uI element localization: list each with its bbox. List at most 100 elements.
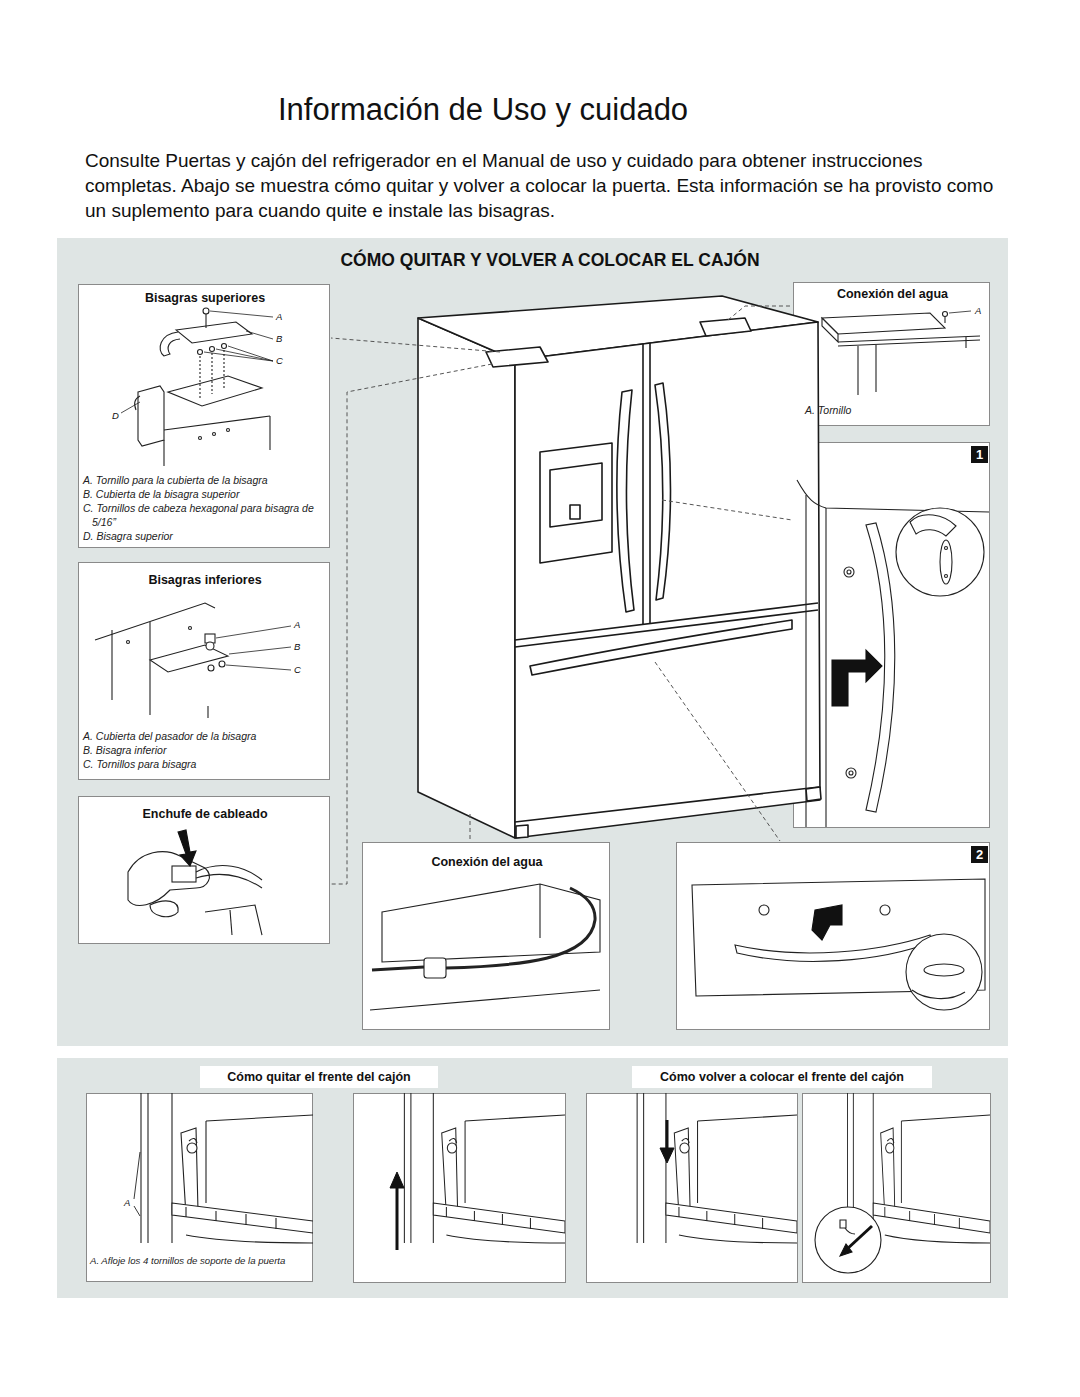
step-number: 2 — [971, 846, 988, 863]
lower-hinge-drawing — [206, 642, 214, 650]
lower-hinge-drawing — [207, 706, 208, 718]
upper-hinge-drawing — [200, 350, 224, 398]
water-connection-drawing — [822, 313, 945, 334]
leader-line — [226, 665, 291, 670]
refrigerator-drawing — [806, 787, 821, 801]
section-heading: CÓMO QUITAR Y VOLVER A COLOCAR EL CAJÓN — [200, 249, 900, 271]
upper-hinge-drawing — [227, 429, 230, 432]
drawer-front-drawing — [692, 879, 985, 996]
water-line-drawing — [424, 958, 446, 978]
leader-line — [134, 1152, 140, 1199]
water-line-drawing — [372, 967, 424, 970]
door-handle-drawing — [945, 575, 948, 578]
door-handle-drawing — [910, 515, 956, 536]
leader-line — [216, 626, 291, 638]
water-line-drawing — [370, 884, 600, 1010]
refrigerator-drawing — [700, 318, 751, 336]
callout-letter: C — [294, 664, 301, 676]
refrigerator-drawing — [418, 318, 515, 838]
refrigerator-drawing — [486, 347, 548, 367]
refrigerator-drawing — [515, 787, 819, 822]
dashed-leader — [470, 814, 471, 841]
drawer-front-drawing — [812, 905, 842, 940]
dashed-leader — [655, 662, 780, 841]
wiring-plug-drawing — [196, 874, 262, 888]
upper-hinge-drawing — [269, 416, 270, 450]
panel-heading: Enchufe de cableado — [79, 807, 331, 822]
refrigerator-drawing — [530, 620, 792, 675]
panel-heading: Conexión del agua — [794, 287, 991, 302]
water-connection-drawing — [943, 312, 948, 317]
drawer-front-drawing — [924, 964, 964, 976]
lower-hinge-drawing — [95, 603, 215, 640]
lower-hinge-drawing — [189, 627, 192, 630]
leader-line — [216, 349, 273, 361]
panel-heading: Bisagras superiores — [79, 291, 331, 306]
illustration-panel: Bisagras inferioresA. Cubierta del pasad… — [78, 562, 330, 780]
refrigerator-drawing — [540, 443, 612, 563]
wiring-plug-drawing — [230, 910, 232, 935]
callout-letter: C — [276, 355, 283, 367]
door-handle-drawing — [805, 495, 806, 827]
upper-hinge-drawing — [138, 386, 164, 446]
drawer-front-drawing — [735, 935, 932, 961]
wiring-plug-drawing — [128, 830, 262, 935]
upper-hinge-drawing — [211, 353, 212, 394]
water-line-drawing — [446, 888, 595, 968]
wiring-plug-drawing — [128, 852, 209, 906]
illustration-panel: A. Afloje los 4 tornillos de soporte de … — [86, 1093, 313, 1282]
refrigerator-drawing — [516, 825, 528, 838]
magnifier-detail — [815, 1207, 881, 1273]
dashed-leader — [331, 338, 500, 352]
upper-hinge-drawing — [210, 347, 215, 352]
illustration-panel: Conexión del agua — [362, 842, 610, 1030]
drawer-rail-drawing — [141, 1093, 990, 1243]
legend-item: A. Cubierta del pasador de la bisagra — [83, 729, 327, 743]
illustration-panel: Bisagras superioresA. Tornillo para la c… — [78, 284, 330, 548]
step-panel: 1 — [793, 442, 990, 828]
magnifier-detail — [840, 1244, 852, 1256]
upper-hinge-drawing — [160, 332, 180, 356]
legend-item: A. Afloje los 4 tornillos de soporte de … — [90, 1255, 312, 1267]
refrigerator-drawing — [418, 296, 818, 360]
panel-heading: Conexión del agua — [363, 855, 611, 870]
upper-hinge-drawing — [135, 396, 140, 410]
legend-item: B. Bisagra inferior — [83, 743, 327, 757]
magnifier-detail — [846, 1226, 872, 1250]
door-handle-drawing — [866, 523, 895, 812]
magnifier-detail — [815, 1207, 881, 1273]
panel-frame — [354, 1094, 991, 1283]
door-handle-drawing — [940, 540, 952, 584]
water-connection-drawing — [965, 337, 966, 348]
lower-hinge-drawing — [150, 645, 228, 672]
leader-line — [229, 647, 291, 654]
refrigerator-drawing — [617, 390, 634, 612]
upper-hinge-drawing — [205, 313, 206, 328]
callout-letter: A — [276, 311, 282, 323]
drawer-rail-drawing — [848, 1093, 990, 1243]
legend-item: C. Tornillos de cabeza hexagonal para bi… — [83, 501, 327, 529]
door-handle-drawing — [847, 570, 851, 574]
callout-letter: B — [294, 641, 300, 653]
drawer-front-drawing — [692, 879, 985, 1010]
illustration-panel: Enchufe de cableado — [78, 796, 330, 944]
water-connection-drawing — [944, 316, 945, 323]
drawer-front-drawing — [906, 934, 982, 1010]
direction-arrow — [390, 1172, 404, 1188]
leader-line — [134, 1206, 140, 1216]
lower-hinge-drawing — [149, 622, 150, 715]
drawer-rail-drawing — [404, 1093, 565, 1243]
upper-hinge-drawing — [223, 350, 224, 390]
upper-hinge-drawing — [163, 440, 164, 466]
dashed-leader — [662, 500, 792, 520]
lower-hinge-drawing — [219, 661, 225, 667]
drawer-rail-drawing — [141, 1093, 313, 1243]
leader-line — [134, 1152, 140, 1216]
lower-hinge-drawing — [208, 665, 214, 671]
door-handle-drawing — [832, 650, 882, 706]
callout-letter: A — [124, 1197, 130, 1209]
upper-hinge-drawing — [213, 433, 216, 436]
wiring-plug-drawing — [172, 866, 196, 882]
refrigerator-drawing — [655, 383, 671, 600]
